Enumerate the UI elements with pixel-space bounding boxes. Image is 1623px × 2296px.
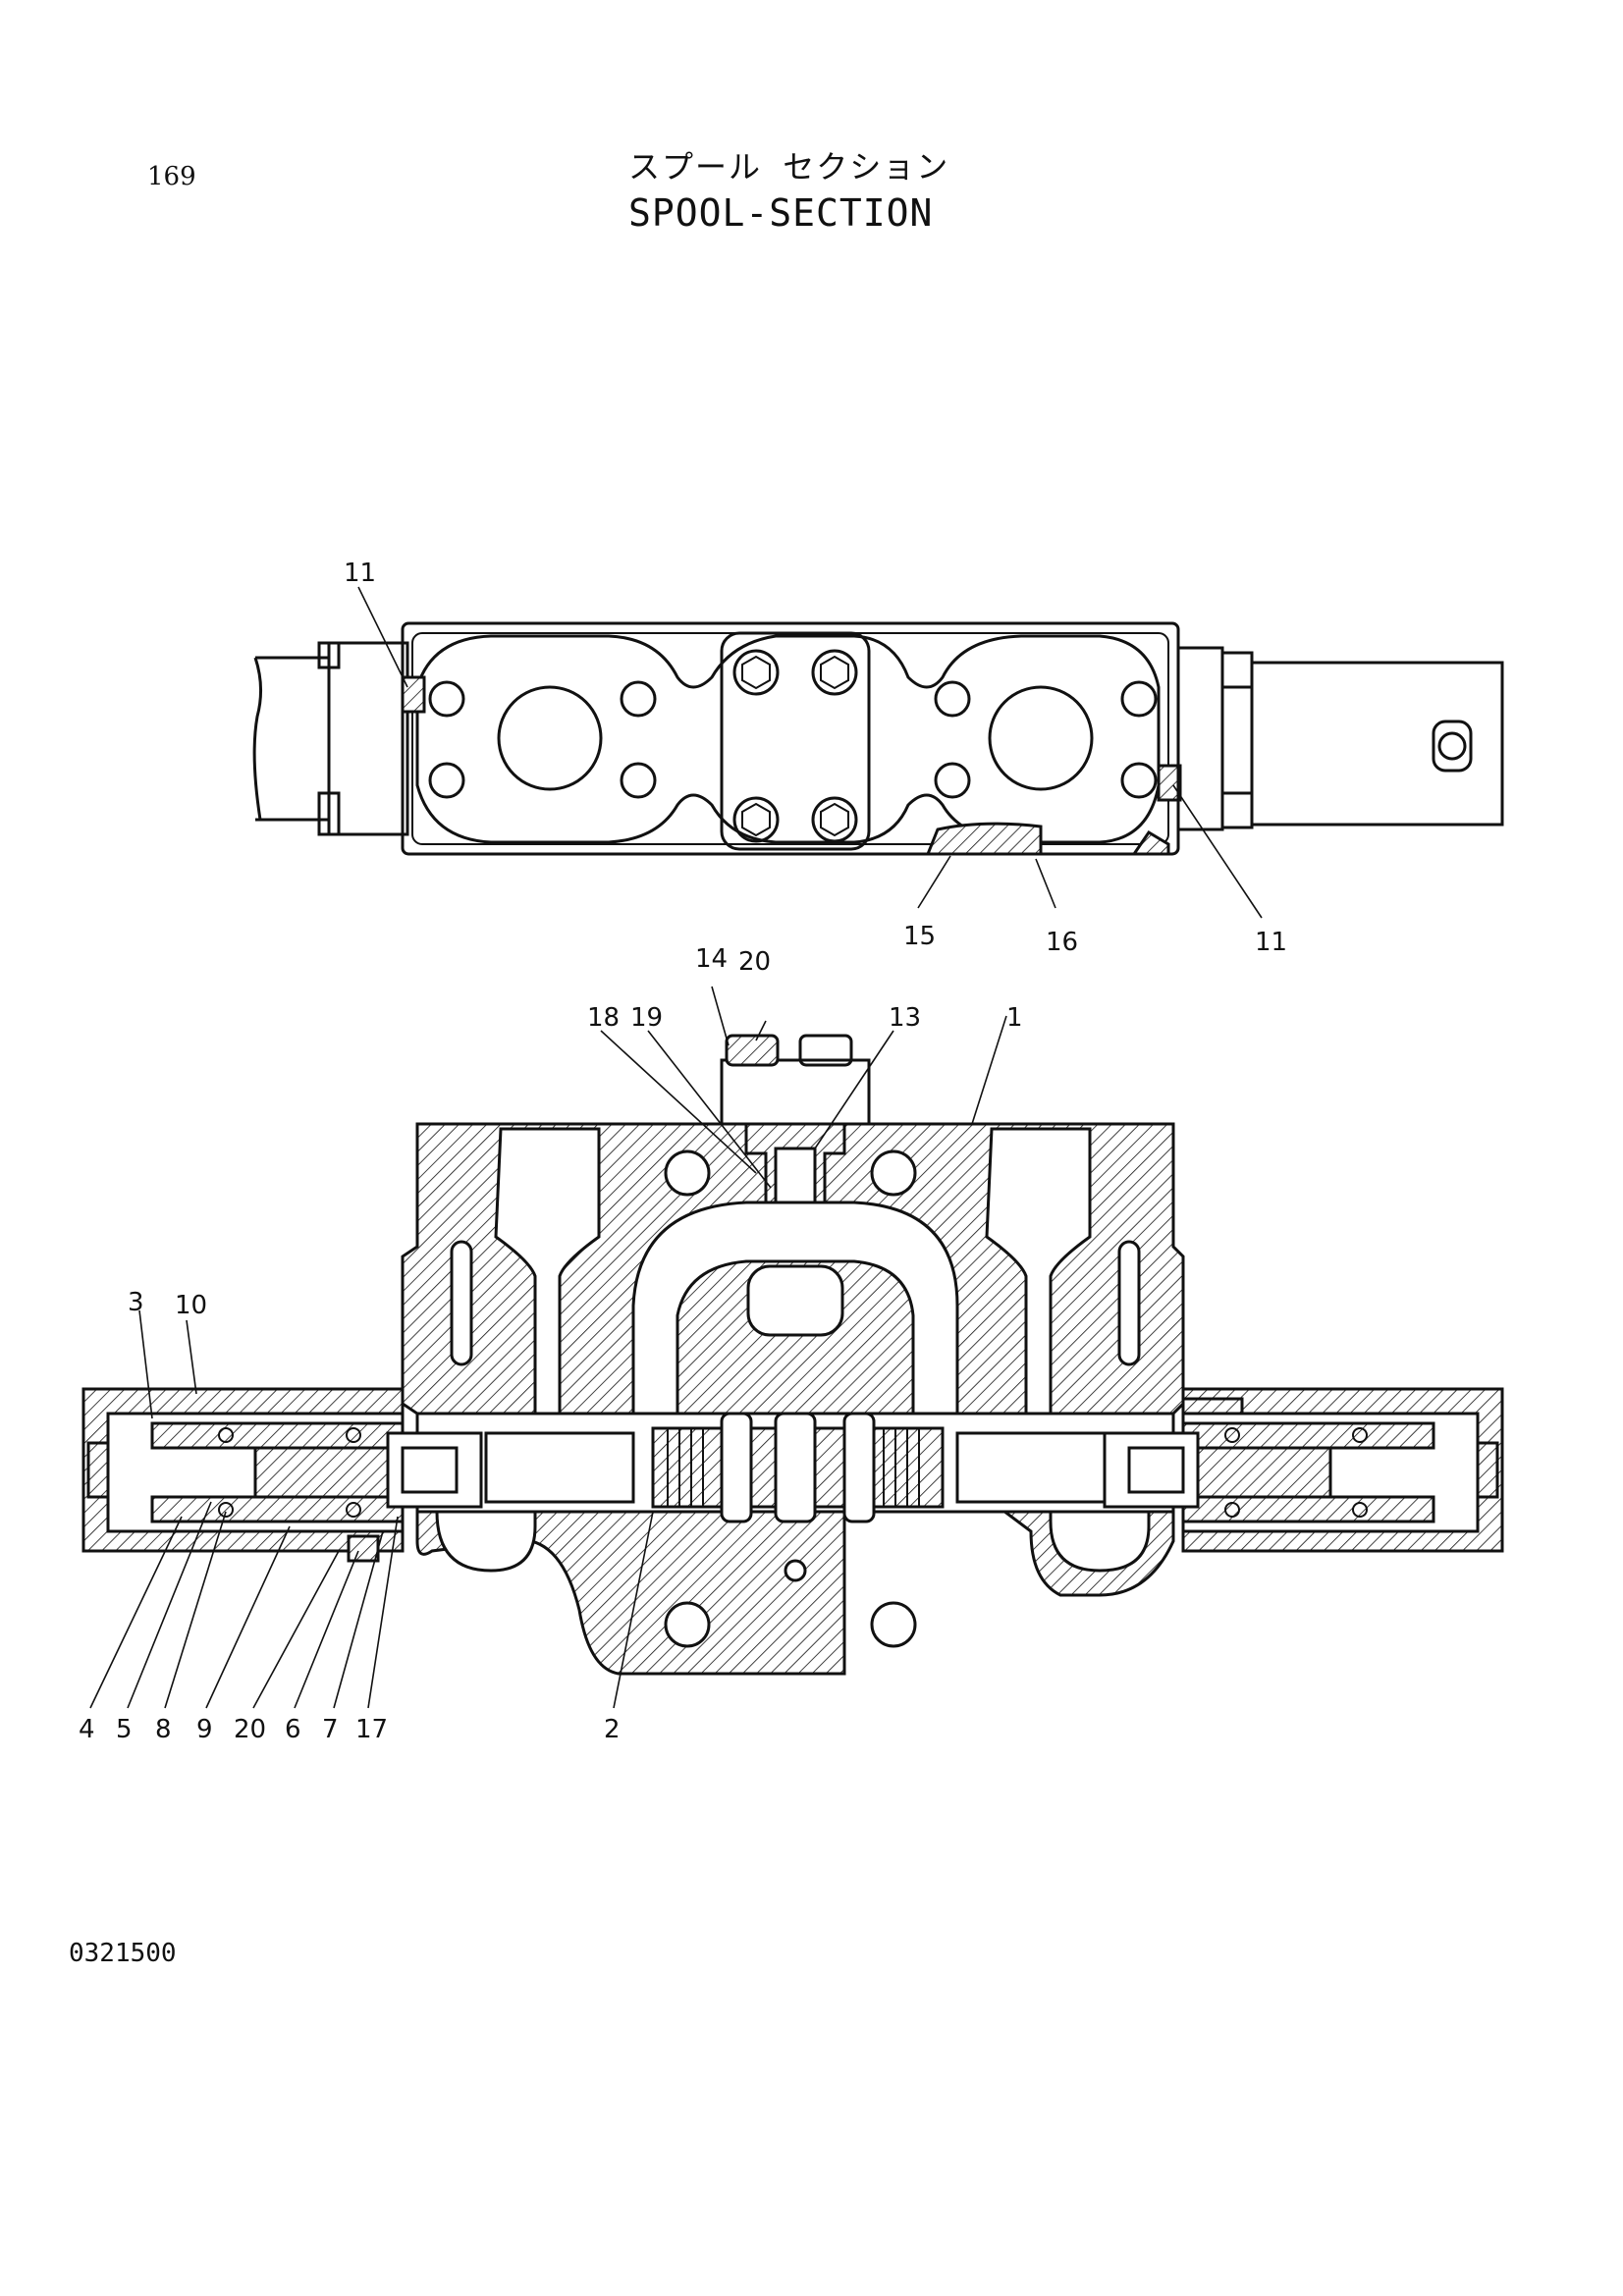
callout-7: 7 [322, 1715, 339, 1744]
callout-11-top: 11 [344, 559, 376, 588]
callout-17: 17 [355, 1715, 388, 1744]
leader-lines [89, 586, 1263, 1709]
callout-9: 9 [196, 1715, 213, 1744]
callout-11-right: 11 [1255, 928, 1287, 957]
callout-labels: 11 11 15 16 14 20 18 19 13 1 3 10 4 5 8 … [79, 559, 1287, 1744]
callout-16: 16 [1046, 928, 1078, 957]
title-english: SPOOL-SECTION [628, 191, 934, 235]
callout-3: 3 [128, 1288, 144, 1317]
callout-14: 14 [695, 944, 728, 974]
cross-section-view [81, 1034, 1504, 1676]
callout-19: 19 [630, 1003, 663, 1033]
callout-1: 1 [1006, 1003, 1023, 1033]
top-view [252, 621, 1504, 856]
callout-2: 2 [604, 1715, 621, 1744]
page-number: 169 [147, 162, 196, 191]
callout-15: 15 [903, 922, 936, 951]
callout-10: 10 [175, 1291, 207, 1320]
drawing-number: 0321500 [69, 1939, 177, 1968]
callout-4: 4 [79, 1715, 95, 1744]
callout-6: 6 [285, 1715, 301, 1744]
title-japanese: スプール セクション [628, 148, 950, 186]
callout-8: 8 [155, 1715, 172, 1744]
callout-13: 13 [889, 1003, 921, 1033]
callout-5: 5 [116, 1715, 133, 1744]
callout-20-bottom: 20 [234, 1715, 266, 1744]
callout-18: 18 [587, 1003, 620, 1033]
callout-20-top: 20 [738, 947, 771, 977]
